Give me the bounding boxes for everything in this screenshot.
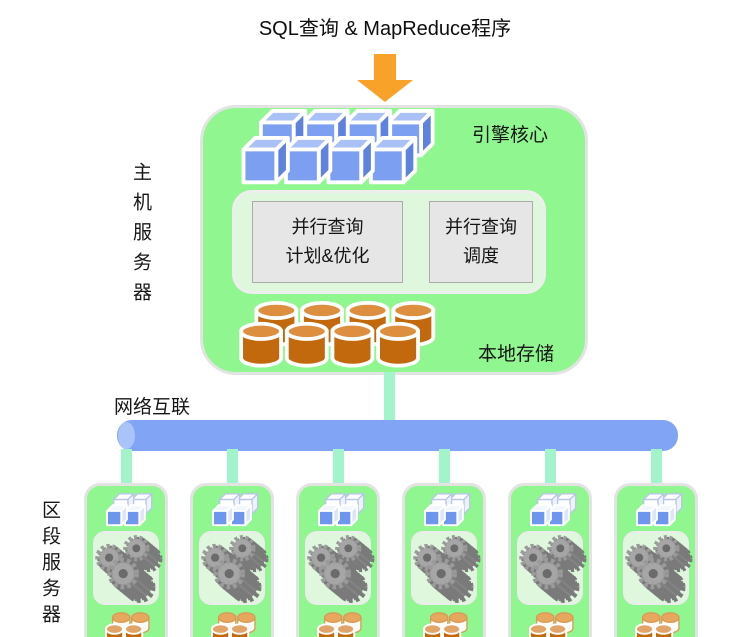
segment-connector [438,449,450,485]
gears-icon [307,533,369,603]
segment-server-side-label: 区段服务器 [39,500,60,630]
cube-stack-icon [241,108,435,185]
network-bus-icon [117,420,678,451]
mini-cube-stack-icon [530,493,577,527]
mini-cube-stack-icon [424,493,471,527]
mini-cylinders-icon [528,612,574,637]
mini-cube-stack-icon [106,493,153,527]
diagram-title: SQL查询 & MapReduce程序 [258,18,512,40]
segment-server-box [190,483,274,637]
parallel-query-dispatch-module: 并行查询 调度 [429,201,533,283]
gear-panel [93,531,159,605]
mini-cube-stack-icon [212,493,259,527]
gears-icon [519,533,581,603]
mini-cylinders-icon [634,612,680,637]
gear-panel [623,531,689,605]
gears-icon [625,533,687,603]
gears-icon [95,533,157,603]
segment-server-box [614,483,698,637]
mini-cube-stack-icon [318,493,365,527]
segment-connector [650,449,662,485]
host-network-connector [384,372,395,422]
segment-row [84,483,698,637]
down-arrow-icon [357,54,413,102]
host-server-side-label: 主机服务器 [130,162,151,312]
gear-panel [517,531,583,605]
gears-icon [201,533,263,603]
gear-panel [305,531,371,605]
segment-server-box [84,483,168,637]
network-label: 网络互联 [114,397,191,418]
segment-connector [544,449,556,485]
segment-connector [226,449,238,485]
mini-cube-stack-icon [636,493,683,527]
mini-cylinders-icon [317,612,362,637]
gear-panel [199,531,265,605]
database-cylinders-icon [239,300,436,368]
parallel-query-plan-module: 并行查询 计划&优化 [252,201,403,283]
mini-cylinders-icon [423,612,468,637]
local-storage-label: 本地存储 [478,344,555,365]
segment-connector [332,449,344,485]
mini-cylinders-icon [104,612,150,637]
mini-cylinders-icon [210,612,256,637]
engine-core-label: 引擎核心 [472,125,549,146]
gear-panel [411,531,477,605]
segment-server-box [402,483,486,637]
gears-icon [413,533,475,603]
segment-server-box [296,483,380,637]
segment-connector [120,449,132,485]
segment-server-box [508,483,592,637]
